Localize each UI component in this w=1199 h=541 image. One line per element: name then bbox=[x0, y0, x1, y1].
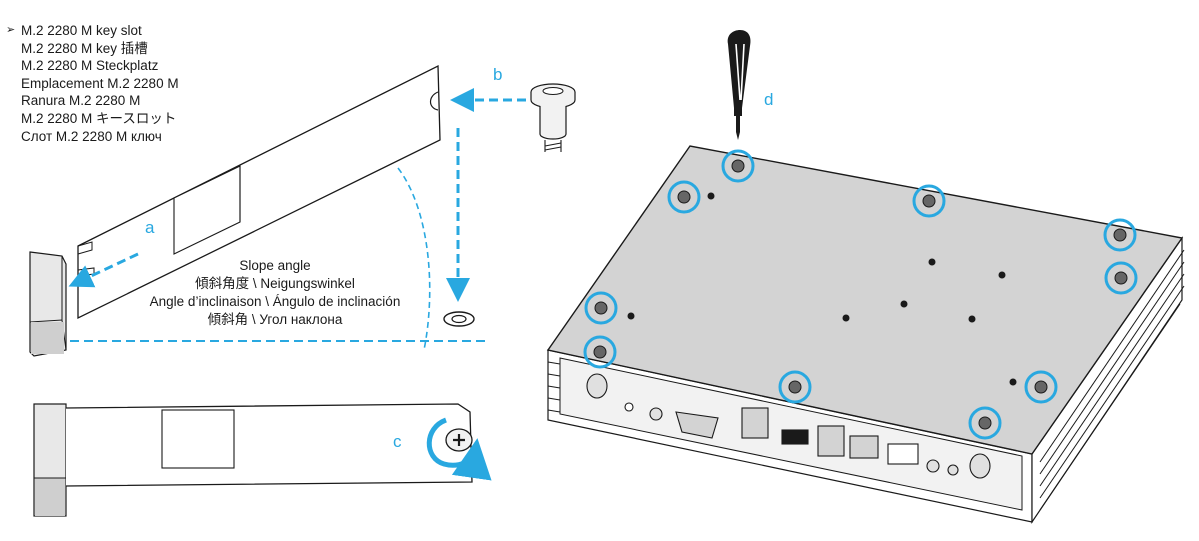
screw-highlight-7 bbox=[583, 335, 617, 369]
standoff-screw bbox=[530, 83, 576, 152]
step-label-d: d bbox=[764, 90, 774, 109]
standoff-hole bbox=[443, 311, 475, 327]
slope-line: Slope angle bbox=[239, 258, 311, 273]
usb-ports-2 bbox=[817, 425, 845, 457]
legend-line: Emplacement M.2 2280 M bbox=[21, 75, 179, 91]
step-label-c: c bbox=[393, 432, 402, 451]
m2-slot-connector bbox=[29, 251, 67, 357]
screw-highlight-10 bbox=[968, 406, 1002, 440]
legend-line: Ranura M.2 2280 M bbox=[21, 93, 141, 109]
antenna-connector-left bbox=[586, 373, 608, 399]
screw-highlight-9 bbox=[1024, 370, 1058, 404]
slope-angle-label: Slope angle 傾斜角度 \ Neigungswinkel Angle … bbox=[128, 257, 422, 329]
step-label-b: b bbox=[493, 65, 503, 84]
ethernet-port bbox=[849, 435, 879, 459]
audio-jack-2 bbox=[947, 464, 959, 476]
bullet-icon: ➢ bbox=[6, 24, 16, 36]
legend-line: M.2 2280 M キースロット bbox=[21, 110, 177, 126]
legend-line: ➢M.2 2280 M key slot bbox=[6, 23, 142, 38]
mounting-screw-c bbox=[445, 428, 473, 452]
sim-slot bbox=[887, 443, 919, 465]
slope-line: 傾斜角 \ Угол наклона bbox=[207, 312, 343, 327]
screwdriver bbox=[727, 30, 751, 140]
antenna-connector-right bbox=[969, 453, 991, 479]
screw-highlight-5 bbox=[1104, 261, 1138, 295]
usb-ports-1 bbox=[741, 407, 769, 439]
m2-card-flat bbox=[65, 403, 473, 487]
slope-line: 傾斜角度 \ Neigungswinkel bbox=[195, 276, 355, 291]
screw-highlight-4 bbox=[1103, 218, 1137, 252]
screw-highlight-8 bbox=[778, 370, 812, 404]
led-indicator bbox=[624, 402, 634, 412]
rotate-arrow-c bbox=[426, 417, 492, 481]
arrow-a bbox=[68, 252, 139, 288]
hdmi-port bbox=[781, 429, 809, 445]
m2-slot-connector-flat bbox=[33, 403, 67, 517]
slope-angle-arc bbox=[397, 167, 431, 351]
legend-line: M.2 2280 M key 插槽 bbox=[21, 40, 148, 56]
screw-highlight-3 bbox=[912, 184, 946, 218]
audio-jack-1 bbox=[926, 459, 940, 473]
slope-line: Angle d’inclinaison \ Ángulo de inclinac… bbox=[149, 294, 401, 309]
step-label-a: a bbox=[145, 218, 155, 237]
legend-line: Слот M.2 2280 M ключ bbox=[21, 128, 162, 144]
screw-highlight-2 bbox=[667, 180, 701, 214]
panel-holes bbox=[627, 192, 1017, 386]
m2-slot-legend: ➢M.2 2280 M key slot M.2 2280 M key 插槽 M… bbox=[6, 22, 179, 145]
m2-card-angled bbox=[77, 64, 441, 320]
io-ports bbox=[586, 373, 991, 479]
legend-line: M.2 2280 M Steckplatz bbox=[21, 58, 159, 74]
screw-highlight-6 bbox=[584, 291, 618, 325]
highlighted-screws bbox=[583, 149, 1138, 440]
serial-port bbox=[675, 411, 719, 439]
chassis-top-panel bbox=[546, 145, 1184, 455]
screw-highlight-1 bbox=[721, 149, 755, 183]
